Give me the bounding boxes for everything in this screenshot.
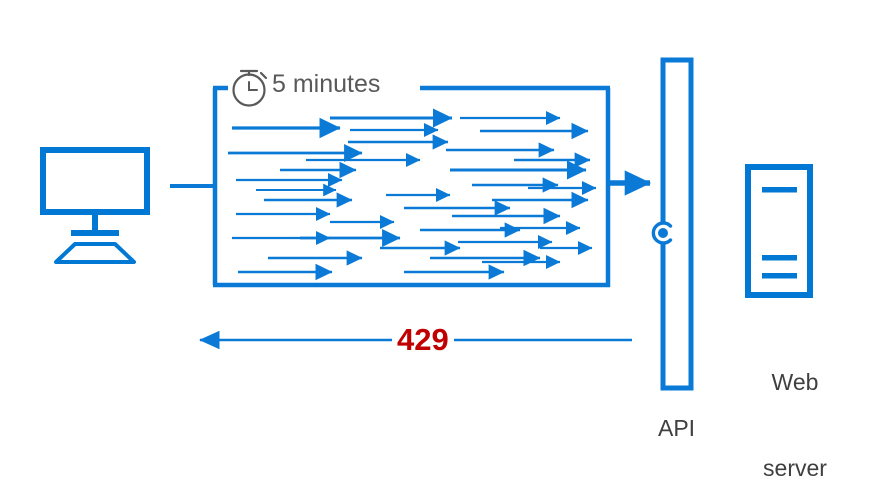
web-server-label-line1: Web (771, 368, 819, 395)
desktop-monitor-icon (40, 147, 150, 264)
server-rack-icon (745, 164, 813, 298)
timer-window-label: 5 minutes (272, 70, 381, 98)
api-label: API (658, 415, 696, 441)
web-server-label-line2: server (763, 454, 827, 481)
status-code-429-label: 429 (392, 322, 454, 358)
request-arrow-swarm (228, 108, 597, 281)
request-burst-window-box (212, 85, 611, 288)
web-server-label: Web server (735, 310, 855, 485)
connection-point-icon (651, 221, 673, 245)
stopwatch-icon (232, 69, 268, 107)
